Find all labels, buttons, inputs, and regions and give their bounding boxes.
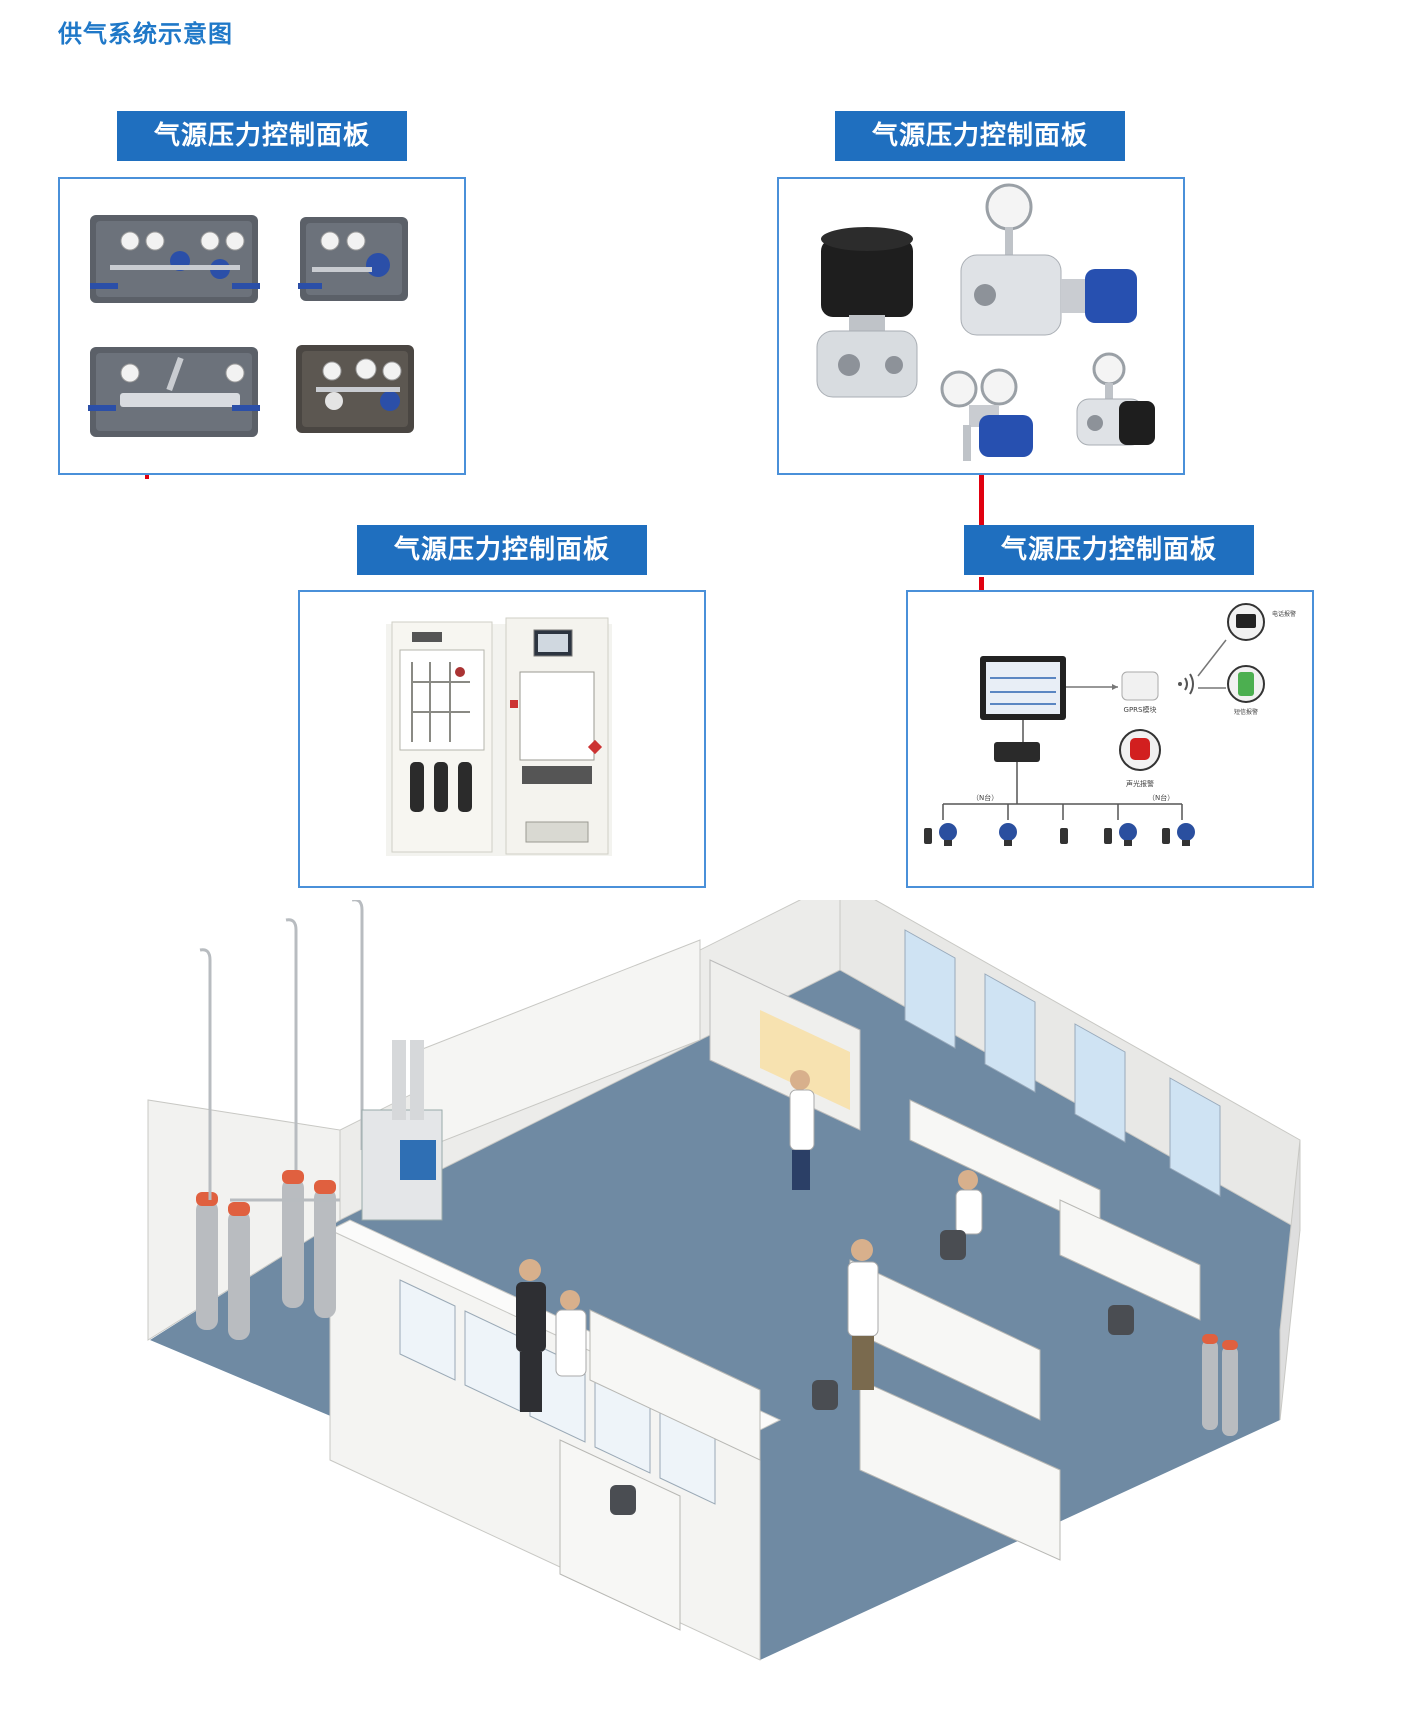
gprs-module-icon: GPRS模块 (1121, 671, 1159, 714)
panel-label-top-left: 气源压力控制面板 (117, 111, 407, 161)
phone-alarm-icon: 电话报警 (1227, 603, 1296, 641)
panel-label-middle-left: 气源压力控制面板 (357, 525, 647, 575)
cabinet-closed (505, 617, 609, 855)
gas-detector-4 (1104, 823, 1137, 846)
gas-detector-1 (924, 823, 957, 846)
gas-cylinders (196, 1170, 1238, 1436)
controller-box (994, 742, 1040, 762)
sound-light-alarm-label: 声光报警 (1126, 779, 1154, 788)
sensor-bus-lines (942, 720, 1183, 820)
gas-detector-5 (1162, 823, 1195, 846)
gas-detector-2 (999, 823, 1017, 846)
panel-top-right-regulators (777, 177, 1185, 475)
sms-alarm-icon: 短信报警 (1227, 665, 1265, 716)
regulator-dual-gauge (940, 368, 1033, 461)
touchscreen-monitor (980, 656, 1066, 720)
regulator-black-knob (816, 227, 918, 398)
wall-right-end (1279, 1139, 1301, 1421)
bus-count-left: （N台） (972, 793, 998, 802)
lab-benches (559, 1099, 1201, 1631)
wall-panel-a (90, 215, 260, 303)
panel-top-left-wall-panels (58, 177, 466, 475)
laboratory-floorplan-illustration (147, 900, 1301, 1661)
gas-cabinet-corner (361, 1040, 443, 1221)
pressure-regulators-illustration (816, 183, 1155, 461)
gas-cabinets-illustration (386, 617, 612, 856)
bus-count-right: （N台） (1148, 793, 1174, 802)
panel-middle-right-monitoring: GPRS模块 电话报警 短信报警 声光报警 （N台） （N台） (906, 590, 1314, 888)
sound-light-alarm-icon: 声光报警 (1119, 729, 1161, 788)
cabinet-open (391, 621, 493, 853)
phone-alarm-label: 电话报警 (1272, 610, 1296, 618)
wall-mount-panels-illustration (88, 215, 414, 437)
wall-panel-d (296, 345, 414, 433)
gprs-label: GPRS模块 (1124, 705, 1157, 714)
connector-right-label-to-panel (979, 577, 984, 591)
connector-top-right (979, 475, 984, 527)
panel-label-middle-right: 气源压力控制面板 (964, 525, 1254, 575)
wireless-signal-icon (1178, 673, 1194, 695)
gas-detector-3 (1060, 828, 1068, 844)
regulator-small-black (1076, 352, 1155, 446)
panel-middle-left-cabinets (298, 590, 706, 888)
monitoring-system-diagram: GPRS模块 电话报警 短信报警 声光报警 （N台） （N台） (924, 603, 1296, 846)
page-title: 供气系统示意图 (58, 20, 233, 48)
wall-panel-c (88, 347, 260, 437)
windows-right-wall (904, 929, 1221, 1197)
connector-stub-left (145, 475, 149, 479)
sms-alarm-label: 短信报警 (1234, 708, 1258, 716)
gas-pipes (199, 900, 364, 1202)
regulator-blue-knob-large (960, 183, 1137, 336)
panel-label-top-right: 气源压力控制面板 (835, 111, 1125, 161)
lab-chairs (610, 1230, 1134, 1515)
lab-people (516, 1070, 983, 1412)
fume-hood (709, 959, 861, 1131)
wall-panel-b (298, 217, 408, 301)
